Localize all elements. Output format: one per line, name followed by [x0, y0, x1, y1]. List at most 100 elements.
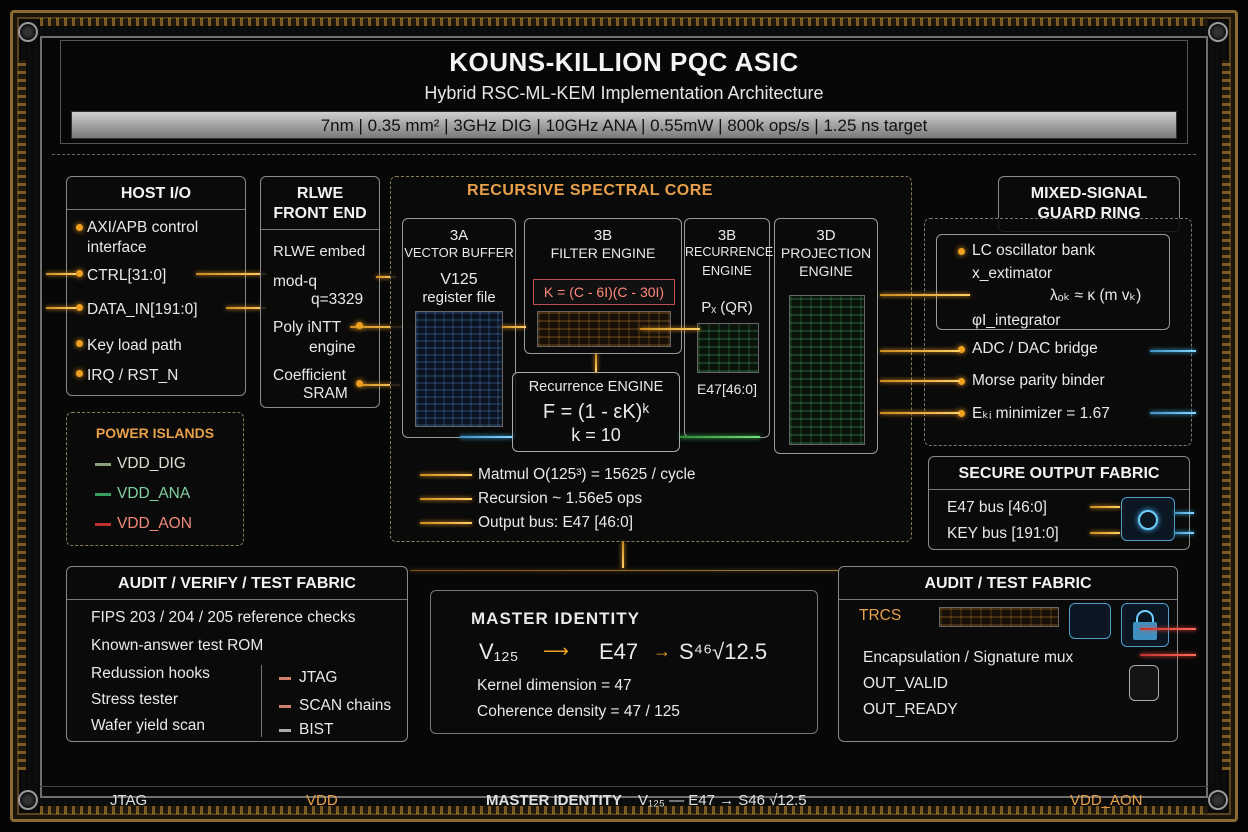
- signal-dot: [958, 248, 965, 255]
- block-id: 3B: [525, 227, 681, 244]
- footer-vdd: VDD: [306, 792, 338, 809]
- page-subtitle: Hybrid RSC-ML-KEM Implementation Archite…: [61, 83, 1187, 104]
- screw-icon: [18, 790, 38, 810]
- wire: [1174, 512, 1194, 514]
- divider: [67, 209, 245, 210]
- recursion-stat: Recursion ~ 1.56e5 ops: [478, 490, 642, 508]
- host-io-block: HOST I/O AXI/APB control interface CTRL[…: [66, 176, 246, 396]
- wire: [460, 436, 512, 438]
- wire: [1090, 506, 1120, 508]
- power-title: POWER ISLANDS: [67, 425, 243, 441]
- signal-dot: [76, 304, 83, 311]
- audit-test-item: OUT_VALID: [863, 675, 948, 693]
- wire: [1140, 654, 1196, 656]
- wire: [420, 498, 472, 500]
- legend-swatch: [95, 523, 111, 526]
- trcs-circuit: [939, 607, 1059, 627]
- wire: [420, 474, 472, 476]
- screw-icon: [1208, 790, 1228, 810]
- secure-item: E47 bus [46:0]: [947, 499, 1047, 517]
- block-id: 3D: [775, 227, 877, 244]
- wire: [1174, 532, 1194, 534]
- kernel-dimension: Kernel dimension = 47: [477, 677, 632, 695]
- audit-test-block: AUDIT / TEST FABRIC TRCS Encapsulation /…: [838, 566, 1178, 742]
- wire: [880, 380, 960, 382]
- wire: [640, 328, 700, 330]
- page-title: KOUNS-KILLION PQC ASIC: [61, 47, 1187, 78]
- signal-dot: [76, 370, 83, 377]
- filter-engine-block: 3B FILTER ENGINE K = (C - 6I)(C - 30I): [524, 218, 682, 354]
- output-stat: Output bus: E47 [46:0]: [478, 514, 633, 532]
- rlwe-coef: Coefficient: [273, 367, 346, 385]
- wire: [1140, 628, 1196, 630]
- master-title: MASTER IDENTITY: [471, 609, 640, 629]
- wire: [502, 326, 526, 328]
- crypto-chip-icon: [1121, 497, 1175, 541]
- wire: [1150, 350, 1196, 352]
- host-io-item: Key load path: [87, 337, 182, 355]
- power-islands-block: POWER ISLANDS VDD_DIG VDD_ANA VDD_AON: [66, 412, 244, 546]
- legend-swatch: [279, 729, 291, 732]
- vector-buffer-block: 3A VECTOR BUFFER V125 register file: [402, 218, 516, 438]
- register-file-circuit: [415, 311, 503, 427]
- mixed-item: Morse parity binder: [972, 372, 1105, 390]
- vector-label: V125: [403, 271, 515, 289]
- wire: [622, 542, 624, 568]
- wire: [880, 350, 960, 352]
- block-name: FILTER ENGINE: [525, 245, 681, 261]
- trcs-label: TRCS: [859, 607, 901, 625]
- divider: [52, 154, 1196, 155]
- power-item: VDD_ANA: [117, 485, 190, 503]
- projection-circuit: [789, 295, 865, 445]
- mixed-item: φI_integrator: [972, 312, 1060, 330]
- audit-verify-block: AUDIT / VERIFY / TEST FABRIC FIPS 203 / …: [66, 566, 408, 742]
- signal-dot: [356, 322, 363, 329]
- recurrence-title: Recurrence ENGINE: [513, 379, 679, 395]
- audit-item: Wafer yield scan: [91, 717, 205, 735]
- mixed-title: MIXED-SIGNAL: [999, 185, 1179, 203]
- divider: [929, 489, 1189, 490]
- rlwe-modq: mod-q: [273, 273, 317, 291]
- host-io-item: interface: [87, 239, 146, 257]
- wire: [420, 522, 472, 524]
- audit-item: Stress tester: [91, 691, 178, 709]
- block-id: 3B: [685, 227, 769, 244]
- host-io-item: DATA_IN[191:0]: [87, 301, 198, 319]
- wire: [595, 354, 597, 372]
- secure-title: SECURE OUTPUT FABRIC: [929, 465, 1189, 483]
- audit-item: Known-answer test ROM: [91, 637, 263, 655]
- block-name: ENGINE: [685, 263, 769, 278]
- audit-verify-title: AUDIT / VERIFY / TEST FABRIC: [67, 575, 407, 593]
- host-io-item: IRQ / RST_N: [87, 367, 178, 385]
- divider: [261, 229, 379, 230]
- signal-dot: [76, 270, 83, 277]
- divider: [839, 599, 1177, 600]
- recurrence-equation: F = (1 - εK)ᵏ: [513, 401, 679, 424]
- host-io-title: HOST I/O: [67, 185, 245, 203]
- signal-dot: [76, 340, 83, 347]
- mixed-item: λₒₖ ≈ κ (m vₖ): [1050, 286, 1141, 305]
- recurrence-engine-box: Recurrence ENGINE F = (1 - εK)ᵏ k = 10: [512, 372, 680, 452]
- secure-item: KEY bus [191:0]: [947, 525, 1059, 543]
- block-name: RECURRENCE: [685, 245, 769, 259]
- rlwe-block: RLWE FRONT END RLWE embed mod-q q=3329 P…: [260, 176, 380, 408]
- audit-test-item: OUT_READY: [863, 701, 958, 719]
- divider: [40, 786, 1208, 787]
- right-pad-strip: [1222, 60, 1230, 770]
- host-io-item: CTRL[31:0]: [87, 267, 166, 285]
- wire: [1090, 532, 1120, 534]
- rlwe-engine: engine: [309, 339, 356, 357]
- test-chain: JTAG: [299, 669, 337, 687]
- audit-item: Redussion hooks: [91, 665, 210, 683]
- block-id: 3A: [403, 227, 515, 244]
- wire: [196, 273, 266, 275]
- filter-equation-box: K = (C - 6I)(C - 30I): [533, 279, 675, 305]
- signal-dot: [356, 380, 363, 387]
- mixed-item: ADC / DAC bridge: [972, 340, 1098, 358]
- block-name: VECTOR BUFFER: [403, 245, 515, 260]
- arrow-right-icon: ⟶: [543, 641, 569, 662]
- audit-test-title: AUDIT / TEST FABRIC: [839, 575, 1177, 593]
- left-pad-strip: [18, 60, 26, 770]
- footer-formula: V₁₂₅ — E47 → S46 √12.5: [638, 792, 807, 809]
- core-title: RECURSIVE SPECTRAL CORE: [380, 182, 800, 200]
